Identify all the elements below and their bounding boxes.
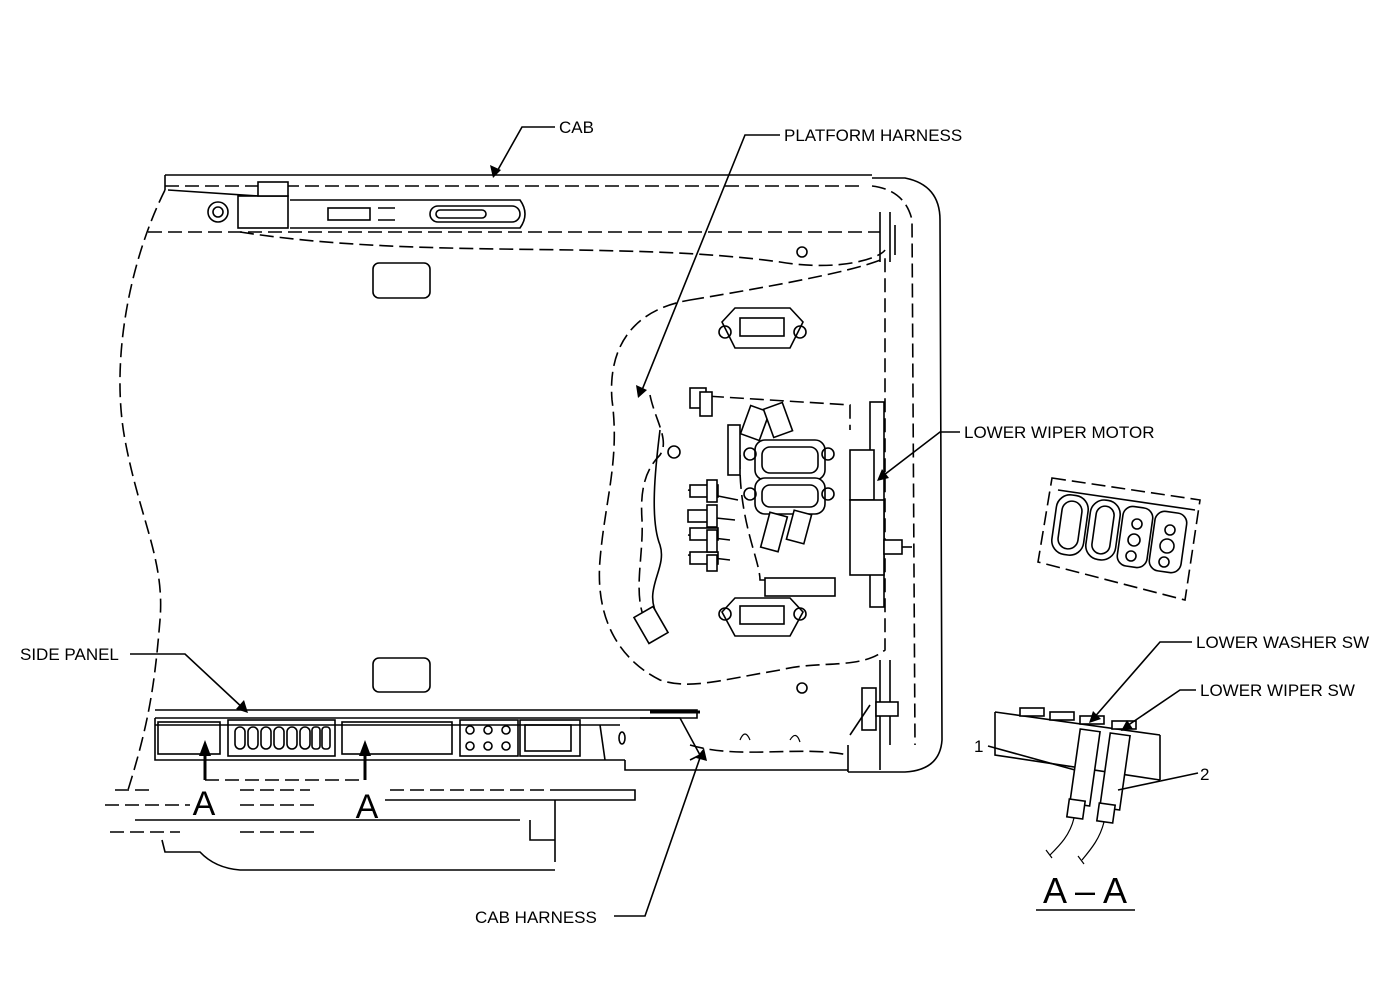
label-cab-harness: CAB HARNESS	[475, 908, 597, 927]
connectors	[632, 387, 741, 645]
side-panel	[105, 687, 899, 871]
platform-area	[598, 256, 886, 685]
cab-outline	[119, 174, 943, 791]
section-mark-right: A	[356, 788, 379, 826]
label-platform-harness: PLATFORM HARNESS	[784, 126, 962, 145]
label-lower-wiper-motor: LOWER WIPER MOTOR	[964, 423, 1154, 442]
side-panel-switch-row	[234, 726, 331, 750]
switch-panel-detail	[1037, 477, 1201, 601]
callout-2: 2	[1200, 765, 1209, 784]
section-aa-view	[994, 707, 1161, 911]
section-aa-title: A – A	[1043, 870, 1127, 911]
wiper-motor-assembly	[739, 401, 912, 608]
leader-lines	[130, 126, 1199, 917]
callout-1: 1	[974, 737, 983, 756]
label-lower-wiper-sw: LOWER WIPER SW	[1200, 681, 1355, 700]
label-side-panel: SIDE PANEL	[20, 645, 119, 664]
mounting-plate-lower	[718, 597, 807, 637]
mounting-plate-upper	[718, 307, 807, 349]
label-lower-washer-sw: LOWER WASHER SW	[1196, 633, 1369, 652]
section-mark-left: A	[193, 785, 216, 823]
section-cut-line	[199, 740, 371, 781]
label-cab: CAB	[559, 118, 594, 137]
